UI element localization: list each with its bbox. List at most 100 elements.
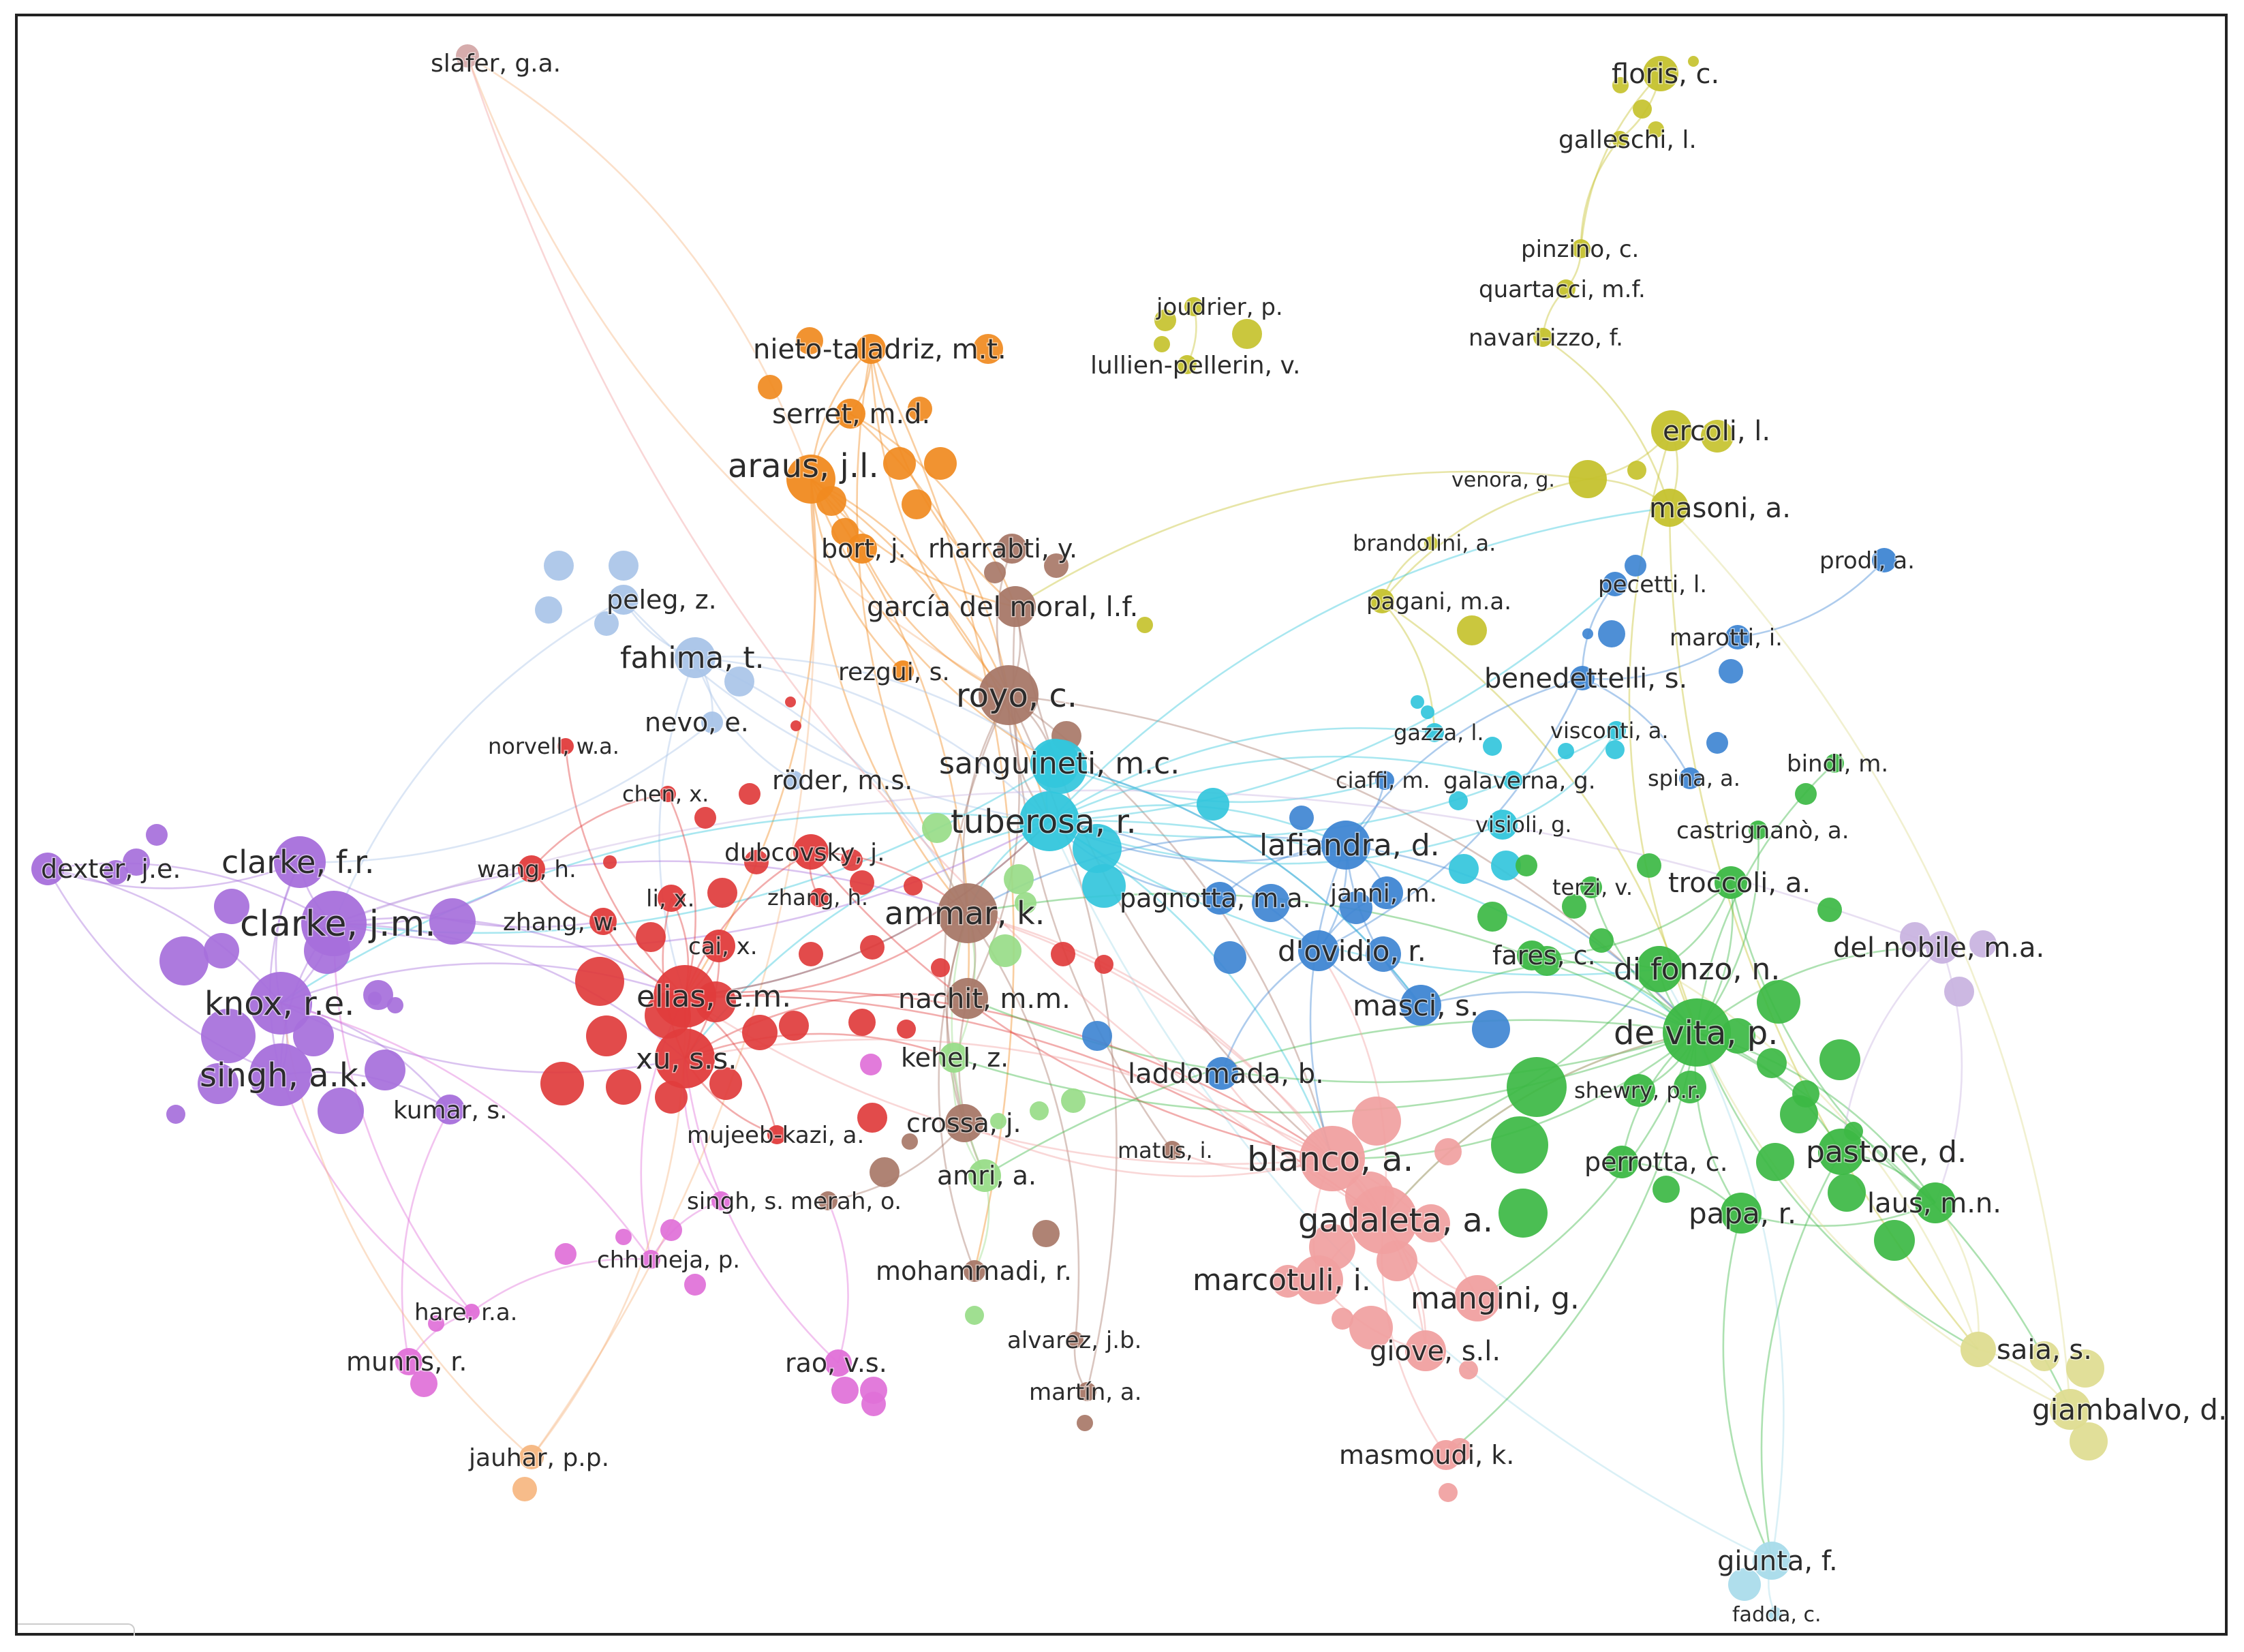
node-crossa[interactable] — [945, 1104, 983, 1142]
node-wang[interactable] — [518, 855, 545, 883]
node-papa[interactable] — [1721, 1193, 1762, 1234]
minor-node-138[interactable] — [990, 1113, 1006, 1129]
node-singhs[interactable] — [711, 1191, 731, 1210]
node-floris[interactable] — [1643, 56, 1678, 91]
minor-node-109[interactable] — [1507, 1057, 1567, 1117]
node-zhangh[interactable] — [810, 888, 829, 907]
minor-node-10[interactable] — [908, 397, 932, 421]
minor-node-131[interactable] — [1439, 1483, 1458, 1502]
node-alvarez[interactable] — [1067, 1332, 1083, 1348]
node-saia[interactable] — [1961, 1332, 1996, 1367]
minor-node-134[interactable] — [1004, 864, 1034, 894]
minor-node-9[interactable] — [758, 375, 782, 399]
node-devita[interactable] — [1663, 998, 1731, 1067]
minor-node-106[interactable] — [1757, 980, 1800, 1024]
minor-node-161[interactable] — [1728, 1568, 1761, 1601]
node-bindi[interactable] — [1825, 754, 1844, 773]
minor-node-85[interactable] — [429, 898, 476, 945]
node-sanguineti[interactable] — [1030, 739, 1079, 788]
minor-node-99[interactable] — [1516, 855, 1537, 876]
minor-node-21[interactable] — [1457, 615, 1487, 645]
node-pecetti[interactable] — [1603, 572, 1627, 596]
node-troccoli[interactable] — [1715, 866, 1747, 899]
node-gazza[interactable] — [1425, 723, 1444, 742]
node-clarkefr[interactable] — [274, 836, 326, 888]
minor-node-73[interactable] — [1449, 791, 1468, 810]
node-masci[interactable] — [1400, 985, 1441, 1026]
minor-node-71[interactable] — [1558, 743, 1574, 759]
minor-node-140[interactable] — [1015, 892, 1036, 914]
minor-node-147[interactable] — [684, 1274, 706, 1296]
minor-node-60[interactable] — [850, 870, 874, 895]
minor-node-160[interactable] — [2070, 1422, 2108, 1460]
minor-node-54[interactable] — [606, 1069, 641, 1105]
minor-node-108[interactable] — [1819, 1039, 1860, 1080]
node-ercoli[interactable] — [1651, 410, 1692, 451]
node-quartacci[interactable] — [1556, 279, 1576, 299]
minor-node-63[interactable] — [1073, 824, 1122, 873]
minor-node-67[interactable] — [1491, 851, 1521, 881]
node-benedettelli[interactable] — [1570, 666, 1595, 690]
minor-node-136[interactable] — [1061, 1088, 1086, 1113]
minor-node-40[interactable] — [636, 922, 666, 952]
node-roder[interactable] — [784, 771, 803, 790]
node-cai[interactable] — [703, 930, 735, 962]
minor-node-78[interactable] — [1082, 1021, 1112, 1051]
minor-node-57[interactable] — [857, 1103, 887, 1133]
node-xu[interactable] — [655, 1028, 715, 1088]
minor-node-31[interactable] — [594, 611, 619, 636]
node-giambalvo[interactable] — [2050, 1389, 2091, 1430]
node-laddomada[interactable] — [1205, 1057, 1238, 1090]
minor-node-154[interactable] — [861, 1392, 886, 1416]
minor-node-58[interactable] — [1051, 942, 1075, 966]
node-dubcovsky[interactable] — [793, 834, 829, 870]
minor-node-20[interactable] — [1627, 461, 1646, 480]
node-prodi[interactable] — [1872, 548, 1896, 572]
minor-node-17[interactable] — [984, 562, 1006, 583]
minor-node-155[interactable] — [1900, 922, 1930, 952]
minor-node-7[interactable] — [796, 327, 823, 354]
minor-node-59[interactable] — [1094, 955, 1113, 974]
minor-node-29[interactable] — [609, 551, 639, 581]
minor-node-48[interactable] — [779, 1011, 809, 1041]
node-tuberosa[interactable] — [1019, 791, 1079, 851]
node-nevo[interactable] — [701, 712, 723, 733]
node-terzi[interactable] — [1580, 876, 1602, 898]
minor-node-44[interactable] — [575, 957, 624, 1006]
node-gadaleta[interactable] — [1349, 1186, 1417, 1254]
node-ammar[interactable] — [938, 883, 998, 943]
minor-node-104[interactable] — [1589, 928, 1614, 953]
minor-node-49[interactable] — [848, 1009, 876, 1036]
minor-node-92[interactable] — [293, 1015, 334, 1056]
minor-node-41[interactable] — [707, 878, 737, 908]
node-giunta[interactable] — [1753, 1542, 1791, 1580]
node-chen[interactable] — [660, 786, 676, 802]
node-munns[interactable] — [395, 1348, 422, 1375]
node-pagnotta[interactable] — [1203, 882, 1236, 915]
minor-node-151[interactable] — [860, 1054, 882, 1075]
node-royo[interactable] — [979, 665, 1039, 725]
minor-node-24[interactable] — [1598, 620, 1625, 647]
node-perrotta[interactable] — [1605, 1146, 1638, 1178]
node-lix[interactable] — [658, 885, 685, 912]
node-hare[interactable] — [463, 1304, 480, 1320]
minor-node-93[interactable] — [365, 1050, 405, 1090]
minor-node-110[interactable] — [1674, 1071, 1706, 1103]
minor-node-132[interactable] — [1332, 1308, 1353, 1330]
minor-node-0[interactable] — [1612, 77, 1629, 93]
minor-node-94[interactable] — [198, 1063, 239, 1104]
node-galleschi[interactable] — [1612, 131, 1628, 147]
node-difonzo[interactable] — [1636, 946, 1682, 992]
minor-node-97[interactable] — [368, 992, 382, 1005]
minor-node-162[interactable] — [512, 1477, 537, 1501]
minor-node-30[interactable] — [535, 596, 562, 624]
minor-node-111[interactable] — [1757, 1048, 1787, 1078]
node-pagani[interactable] — [1370, 589, 1394, 613]
node-fahima[interactable] — [675, 637, 716, 678]
minor-node-152[interactable] — [831, 1377, 859, 1404]
node-shewry[interactable] — [1623, 1074, 1655, 1107]
node-serret[interactable] — [835, 399, 865, 429]
minor-node-64[interactable] — [1082, 864, 1126, 908]
minor-node-150[interactable] — [555, 1243, 577, 1265]
minor-node-14[interactable] — [902, 489, 932, 519]
